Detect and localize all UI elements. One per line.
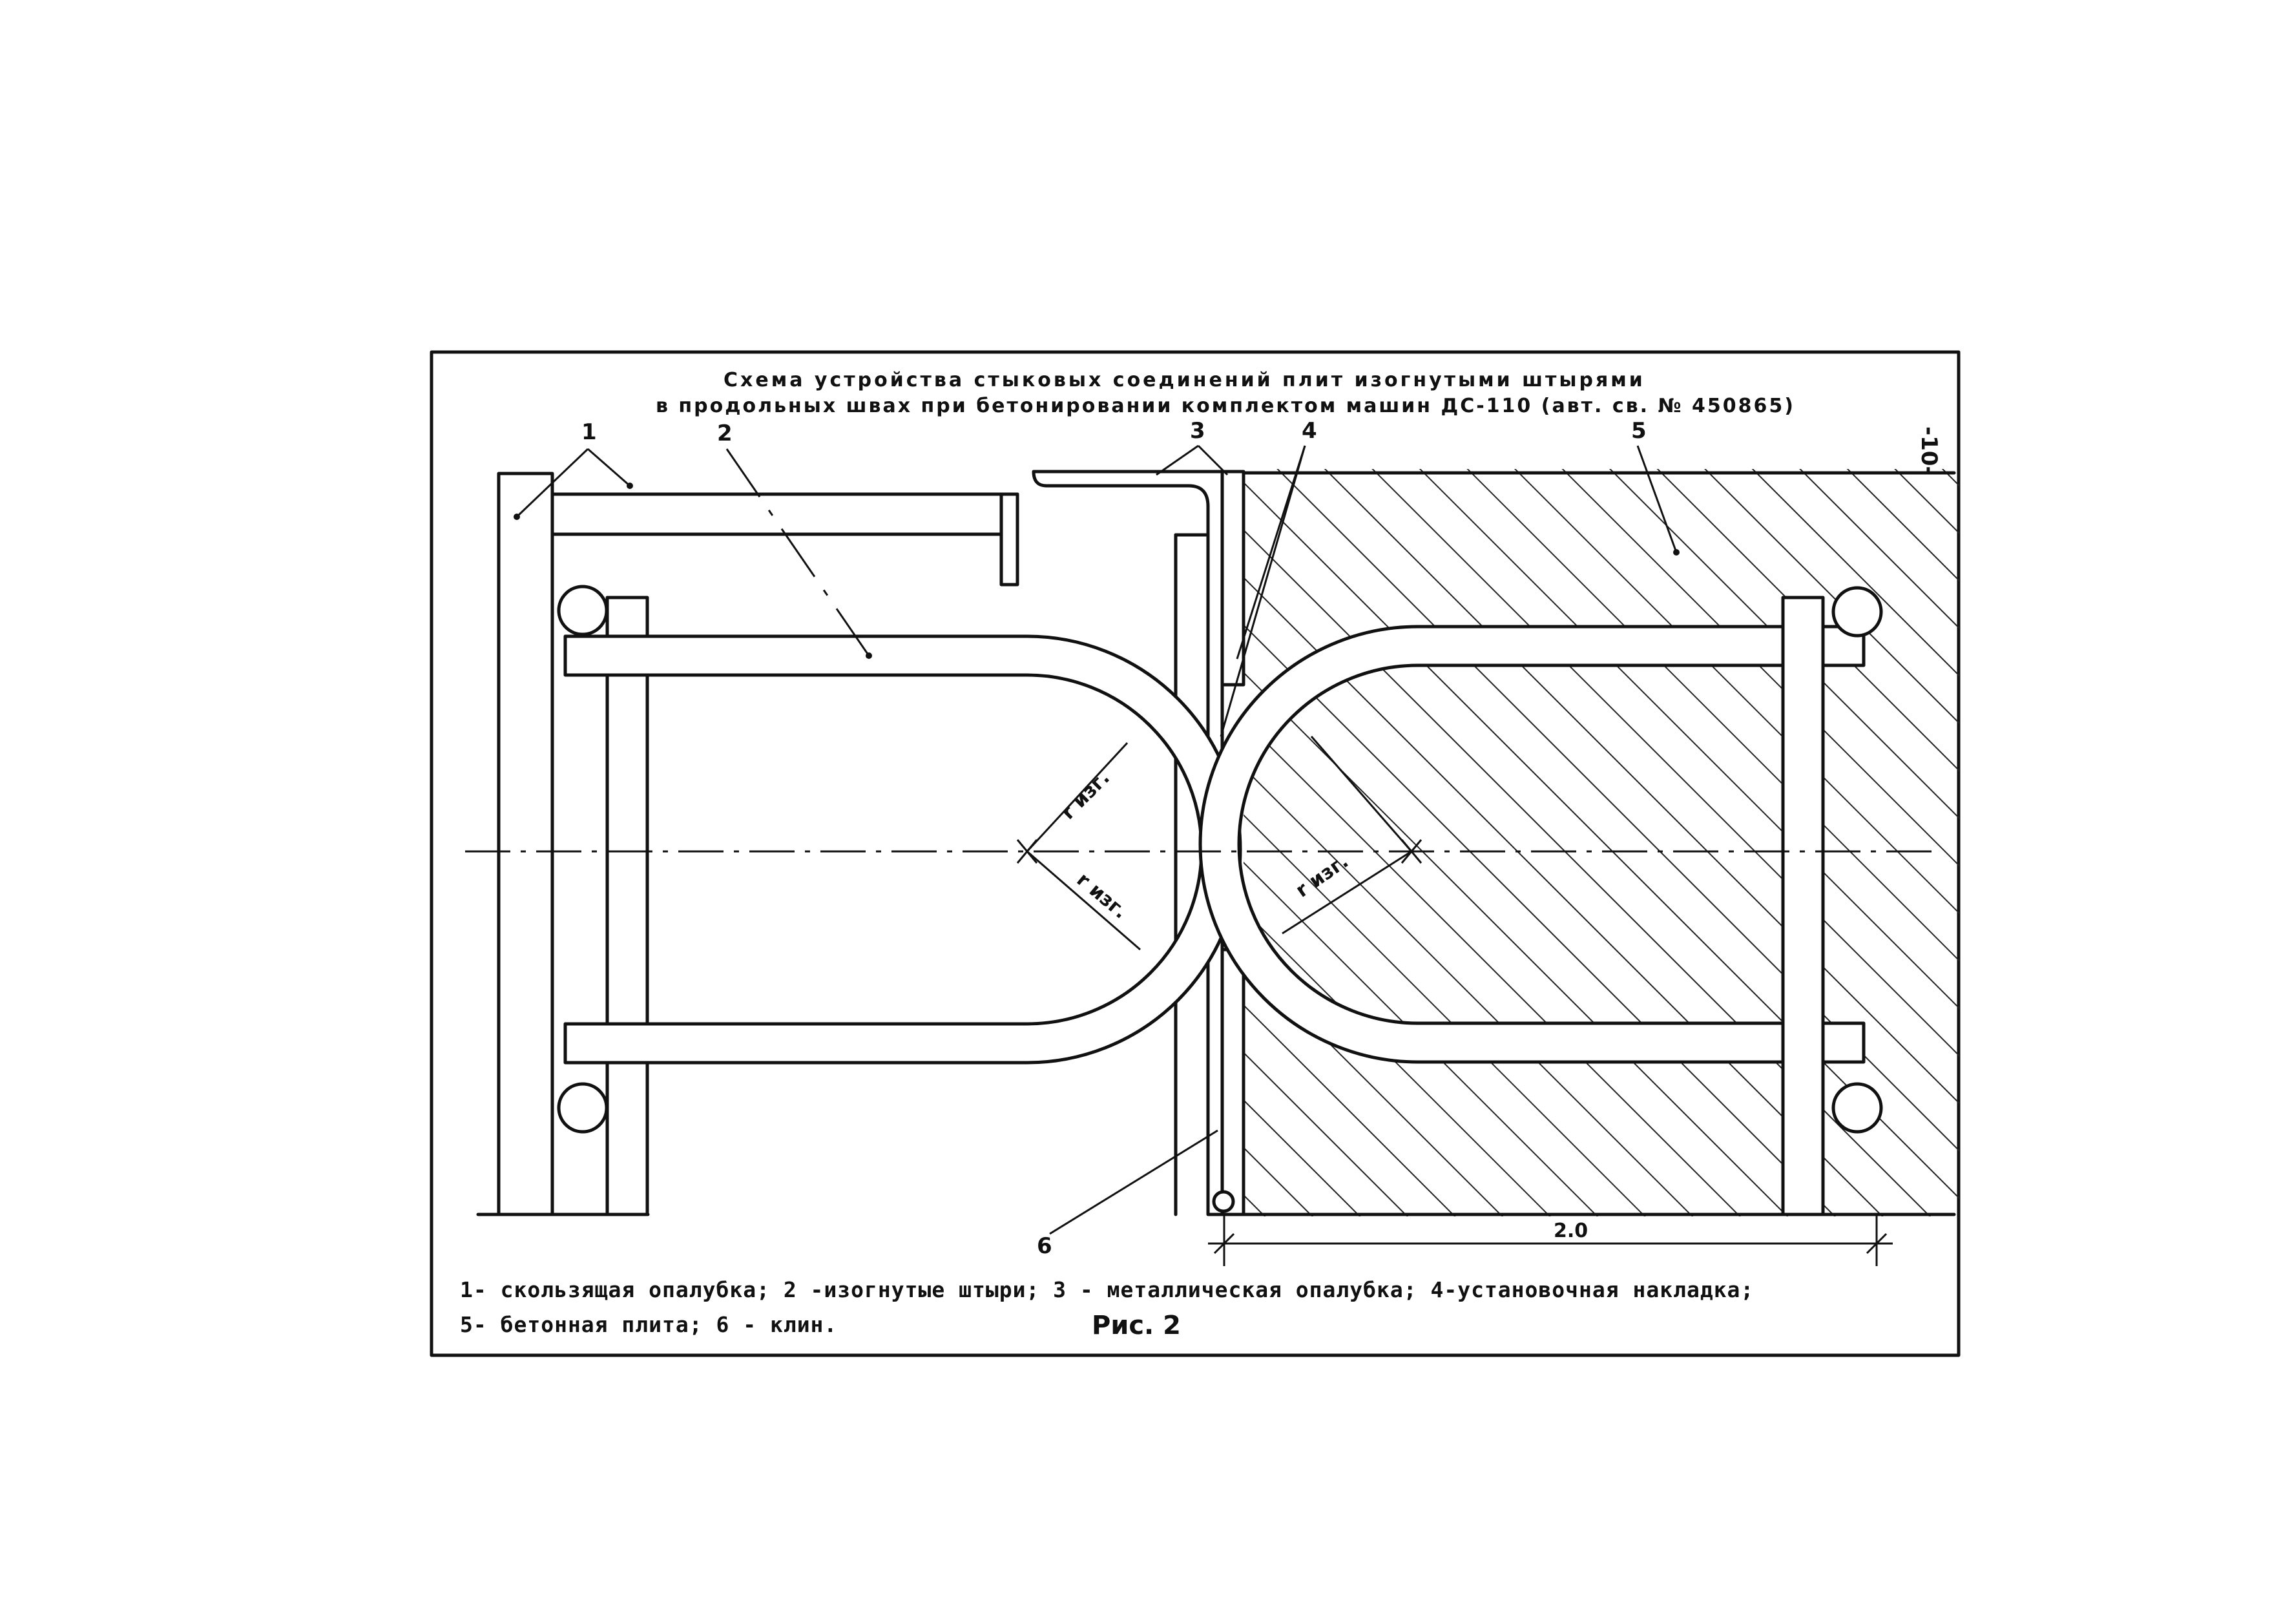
sliding-formwork (476, 472, 1019, 1216)
title-line-2: в продольных швах при бетонировании комп… (656, 395, 1795, 417)
bent-dowel-left (563, 634, 1242, 1065)
legend-line-1: 1- скользящая опалубка; 2 -изогнутые шты… (460, 1277, 1754, 1302)
page-number: -10- (1916, 426, 1942, 475)
dimension-line: 2.0 (1208, 1214, 1893, 1266)
dimension-value: 2.0 (1554, 1220, 1588, 1242)
legend-line-2: 5- бетонная плита; 6 - клин. (460, 1312, 837, 1337)
callout-5: 5 (1631, 418, 1647, 444)
figure-label: Рис. 2 (1092, 1311, 1181, 1340)
metal-formwork (1032, 470, 1224, 1216)
callout-6: 6 (1037, 1233, 1052, 1259)
callout-1: 1 (581, 419, 597, 445)
bent-dowel-right (1198, 625, 1866, 1064)
right-formwork (1781, 586, 1883, 1216)
callouts: 1 2 3 4 5 6 (514, 418, 1680, 1259)
radius-left: r изг. r изг. (1016, 742, 1141, 951)
callout-4: 4 (1302, 418, 1317, 444)
callout-2: 2 (717, 421, 733, 446)
wedge (1212, 1190, 1235, 1213)
title-line-1: Схема устройства стыковых соединений пли… (724, 369, 1645, 391)
callout-3: 3 (1190, 418, 1205, 444)
svg-text:r изг.: r изг. (1057, 767, 1114, 824)
